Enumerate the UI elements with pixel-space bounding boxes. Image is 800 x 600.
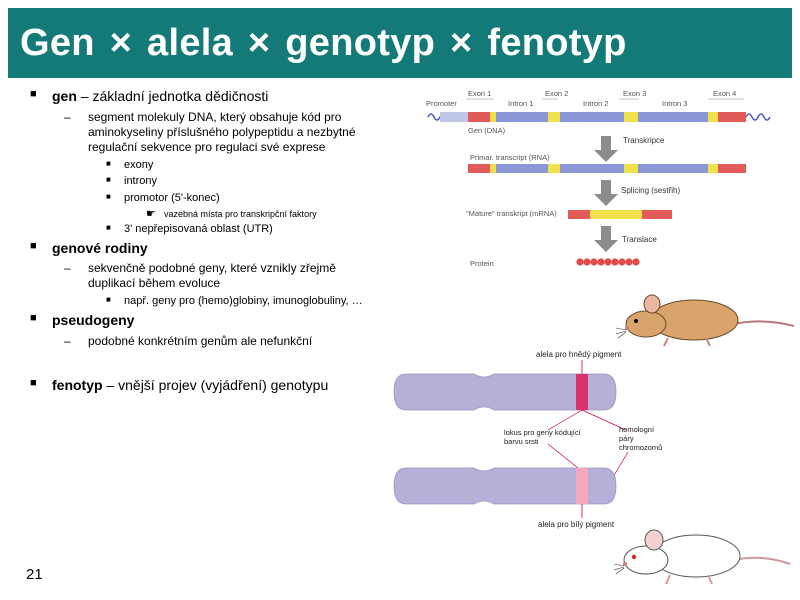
label-homolog-2: páry — [619, 434, 634, 443]
dna-exon4-yellow — [708, 112, 718, 122]
label-primary-transcript: Primar. transcript (RNA) — [470, 153, 550, 162]
brown-mouse-illustration — [616, 294, 795, 347]
gene-expression-diagram: Promoter Exon 1 Intron 1 Exon 2 Intron 2… — [426, 89, 771, 268]
band-brown-allele — [576, 374, 588, 410]
label-splicing: Splicing (sestřih) — [621, 186, 680, 195]
primary-exon1-red — [468, 164, 490, 173]
bullet-rodiny-sub: sekvenčně podobné geny, které vznikly zř… — [22, 261, 372, 291]
bullet-gen: gen – základní jednotka dědičnosti — [22, 88, 372, 106]
mature-transcript-red-left — [568, 210, 590, 219]
label-locus-2: barvu srsti — [504, 437, 539, 446]
title-times-3: × — [450, 21, 473, 64]
dna-exon1-red — [468, 112, 490, 122]
label-promoter: Promoter — [426, 99, 457, 108]
label-exon4: Exon 4 — [713, 89, 736, 98]
chromosome-diagram: alela pro hnědý pigment lokus pro geny k… — [393, 350, 662, 529]
primary-exon3 — [624, 164, 638, 173]
label-gen-dna: Gen (DNA) — [468, 126, 506, 135]
chromosome-lower — [393, 467, 617, 505]
bullet-pseudo-sub: podobné konkrétním genům ale nefunkční — [22, 334, 372, 349]
dna-bar — [440, 112, 746, 122]
dna-exon4-red — [718, 112, 746, 122]
dna-exon2 — [548, 112, 560, 122]
arrow-translace — [594, 226, 618, 252]
label-locus-1: lokus pro geny kódující — [504, 428, 582, 437]
bullet-rodiny: genové rodiny — [22, 240, 372, 258]
band-white-allele — [576, 468, 588, 504]
primary-exon4-red — [718, 164, 746, 173]
dna-promoter — [440, 112, 468, 122]
label-intron3: Intron 3 — [662, 99, 687, 108]
bullet-gen-sub: segment molekuly DNA, který obsahuje kód… — [22, 110, 372, 155]
slide-number: 21 — [26, 566, 43, 583]
title-gen: Gen — [20, 21, 95, 64]
mature-transcript-yellow — [590, 210, 642, 219]
dna-end-right — [745, 113, 771, 121]
bullet-introny: introny — [22, 175, 372, 189]
title-times-2: × — [247, 21, 271, 64]
primary-exon1-yellow — [490, 164, 496, 173]
chromosome-upper — [393, 373, 617, 411]
label-brown-allele: alela pro hnědý pigment — [536, 350, 622, 359]
label-homolog-1: homologní — [619, 425, 655, 434]
slide-title: Gen × alela × genotyp × fenotyp — [20, 22, 627, 65]
title-bar: Gen × alela × genotyp × fenotyp — [8, 8, 792, 78]
label-intron1: Intron 1 — [508, 99, 533, 108]
primary-transcript-bar — [468, 164, 746, 173]
label-exon1: Exon 1 — [468, 89, 491, 98]
label-translace: Translace — [622, 235, 657, 244]
label-intron2: Intron 2 — [583, 99, 608, 108]
title-genotyp: genotyp — [285, 21, 436, 64]
protein-beads — [576, 258, 640, 266]
title-alela: alela — [147, 21, 234, 64]
mature-transcript-red-right — [642, 210, 672, 219]
bullet-vazebna: vazebná místa pro transkripční faktory — [22, 208, 372, 222]
label-transkripce: Transkripce — [623, 136, 665, 145]
bullet-rodiny-ex: např. geny pro (hemo)globiny, imunoglobu… — [22, 295, 372, 309]
label-white-allele: alela pro bílý pigment — [538, 520, 615, 529]
label-exon3: Exon 3 — [623, 89, 646, 98]
arrow-transkripce — [594, 136, 618, 162]
bullet-list: gen – základní jednotka dědičnosti segme… — [22, 86, 372, 398]
label-mature-transcript: "Mature" transkript (mRNA) — [466, 209, 557, 218]
label-homolog-3: chromozomů — [619, 443, 662, 452]
bullet-promotor: promotor (5'-konec) — [22, 192, 372, 206]
white-mouse-illustration — [614, 529, 791, 585]
label-protein: Protein — [470, 259, 494, 268]
title-fenotyp: fenotyp — [487, 21, 627, 64]
dna-exon3 — [624, 112, 638, 122]
bullet-pseudo: pseudogeny — [22, 312, 372, 330]
primary-exon2 — [548, 164, 560, 173]
arrow-splicing — [594, 180, 618, 206]
title-times-1: × — [109, 21, 133, 64]
bullet-exony: exony — [22, 159, 372, 173]
dna-exon1-yellow — [490, 112, 496, 122]
bullet-fenotyp: fenotyp – vnější projev (vyjádření) geno… — [22, 377, 372, 395]
label-exon2: Exon 2 — [545, 89, 568, 98]
primary-exon4-yellow — [708, 164, 718, 173]
bullet-utr: 3' nepřepisovaná oblast (UTR) — [22, 223, 372, 237]
